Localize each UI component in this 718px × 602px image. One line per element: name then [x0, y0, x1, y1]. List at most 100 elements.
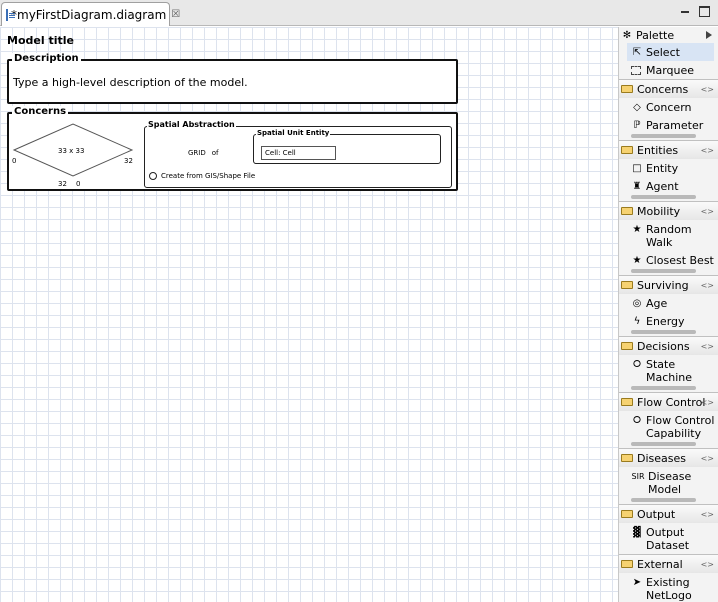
drawer-collapse-icon[interactable]: <>	[700, 85, 714, 94]
create-from-gis-option[interactable]: Create from GIS/Shape File	[149, 172, 255, 180]
sir-icon: SIR	[631, 471, 645, 481]
drawer-label: Surviving	[637, 278, 689, 292]
cell-entity-field[interactable]: Cell: Cell	[261, 146, 336, 160]
drawer-header-output[interactable]: Output <>	[619, 505, 718, 523]
energy-icon: ϟ	[633, 315, 641, 327]
palette-item-random-walk[interactable]: ★ Random Walk	[619, 220, 718, 251]
description-text[interactable]: Type a high-level description of the mod…	[13, 76, 248, 89]
of-word: of	[211, 149, 219, 157]
drawer-header-concerns[interactable]: Concerns <>	[619, 80, 718, 98]
concerns-legend: Concerns	[12, 106, 69, 117]
drawer-collapse-icon[interactable]: <>	[700, 454, 714, 463]
item-label: Entity	[646, 162, 679, 175]
spatial-unit-entity-box[interactable]: Spatial Unit Entity Cell: Cell	[253, 129, 441, 164]
drawer-scrollbar[interactable]	[631, 442, 696, 446]
palette-tool-select[interactable]: ⇱ Select	[627, 43, 714, 61]
palette-icon: ✻	[622, 29, 632, 41]
item-label: Output Dataset	[646, 526, 690, 552]
item-label: Flow Control Capability	[646, 414, 715, 440]
folder-icon	[621, 281, 633, 289]
diagram-editor-tab[interactable]: *myFirstDiagram.diagram ☒	[1, 2, 180, 26]
grid-right-label: 32	[124, 157, 133, 165]
folder-icon	[621, 398, 633, 406]
drawer-header-surviving[interactable]: Surviving <>	[619, 276, 718, 294]
folder-icon	[621, 342, 633, 350]
grid-diamond-shape	[12, 123, 134, 177]
drawer-label: Diseases	[637, 451, 686, 465]
palette-item-existing-netlogo-agent[interactable]: ➤Existing NetLogo Agent	[619, 573, 718, 602]
maximize-icon[interactable]	[699, 6, 710, 17]
palette-item-entity[interactable]: □Entity	[619, 159, 718, 177]
item-label: Agent	[646, 180, 679, 193]
drawer-header-mobility[interactable]: Mobility <>	[619, 202, 718, 220]
drawer-entities: Entities <> □Entity ♜Agent	[619, 140, 718, 199]
palette-item-concern[interactable]: ◇Concern	[619, 98, 718, 116]
marquee-label: Marquee	[646, 63, 695, 77]
drawer-decisions: Decisions <> ⭘State Machine	[619, 336, 718, 390]
drawer-header-entities[interactable]: Entities <>	[619, 141, 718, 159]
drawer-collapse-icon[interactable]: <>	[700, 342, 714, 351]
drawer-collapse-icon[interactable]: <>	[700, 398, 714, 407]
spatial-unit-entity-legend: Spatial Unit Entity	[256, 129, 331, 137]
item-label: Disease Model	[648, 470, 692, 496]
item-label: Concern	[646, 101, 692, 114]
drawer-scrollbar[interactable]	[631, 195, 696, 199]
drawer-label: Concerns	[637, 82, 689, 96]
folder-icon	[621, 207, 633, 215]
model-title[interactable]: Model title	[7, 34, 74, 47]
parameter-icon: ℙ	[633, 119, 641, 131]
grid-bottom-left-label: 32	[58, 180, 67, 188]
drawer-scrollbar[interactable]	[631, 269, 696, 273]
palette-item-energy[interactable]: ϟ Energy	[619, 312, 718, 330]
drawer-scrollbar[interactable]	[631, 330, 696, 334]
netlogo-arrow-icon: ➤	[632, 576, 642, 588]
diagram-canvas[interactable]: Model title Description Type a high-leve…	[0, 27, 618, 602]
palette-tool-marquee[interactable]: Marquee	[619, 61, 718, 79]
drawer-header-decisions[interactable]: Decisions <>	[619, 337, 718, 355]
palette-header[interactable]: ✻ Palette	[619, 27, 718, 43]
grid-bottom-right-label: 0	[76, 180, 81, 188]
palette-title: Palette	[636, 28, 675, 42]
grid-diamond-diagram[interactable]: 33 x 33 0 32 32 0	[11, 122, 137, 188]
close-tab-icon[interactable]: ☒	[171, 9, 181, 20]
drawer-header-external[interactable]: External <>	[619, 555, 718, 573]
walk-icon: ★	[632, 223, 642, 235]
drawer-scrollbar[interactable]	[631, 134, 696, 138]
drawer-scrollbar[interactable]	[631, 386, 696, 390]
palette-item-closest-best[interactable]: ★ Closest Best	[619, 251, 718, 269]
palette-item-agent[interactable]: ♜Agent	[619, 177, 718, 195]
palette-toggle-icon[interactable]	[706, 31, 712, 39]
drawer-mobility: Mobility <> ★ Random Walk ★ Closest Best	[619, 201, 718, 273]
drawer-collapse-icon[interactable]: <>	[700, 560, 714, 569]
drawer-external: External <> ➤Existing NetLogo Agent	[619, 554, 718, 602]
folder-icon	[621, 146, 633, 154]
drawer-collapse-icon[interactable]: <>	[700, 281, 714, 290]
drawer-collapse-icon[interactable]: <>	[700, 510, 714, 519]
grid-size-label: 33 x 33	[58, 147, 85, 155]
drawer-collapse-icon[interactable]: <>	[700, 207, 714, 216]
drawer-header-flow-control[interactable]: Flow Control <>	[619, 393, 718, 411]
tab-title: *myFirstDiagram.diagram	[11, 7, 167, 22]
age-icon: ◎	[632, 297, 642, 309]
palette-item-flow-control-capability[interactable]: ⭘Flow Control Capability	[619, 411, 718, 442]
minimize-icon[interactable]	[680, 6, 691, 17]
spatial-abstraction-legend: Spatial Abstraction	[147, 120, 236, 129]
item-label: Age	[646, 297, 668, 310]
drawer-label: External	[637, 557, 683, 571]
drawer-collapse-icon[interactable]: <>	[700, 146, 714, 155]
palette-item-age[interactable]: ◎ Age	[619, 294, 718, 312]
walk-best-icon: ★	[632, 254, 642, 266]
item-label: Closest Best	[646, 254, 714, 267]
description-box[interactable]: Description Type a high-level descriptio…	[7, 53, 458, 104]
drawer-scrollbar[interactable]	[631, 498, 696, 502]
concerns-box[interactable]: Concerns 33 x 33 0 32 32 0 Spatial Abstr…	[7, 106, 458, 191]
create-from-gis-radio[interactable]	[149, 172, 157, 180]
item-label: Energy	[646, 315, 685, 328]
palette-item-output-dataset[interactable]: ▓Output Dataset	[619, 523, 718, 554]
item-label: Random Walk	[646, 223, 692, 249]
drawer-header-diseases[interactable]: Diseases <>	[619, 449, 718, 467]
palette-item-state-machine[interactable]: ⭘State Machine	[619, 355, 718, 386]
